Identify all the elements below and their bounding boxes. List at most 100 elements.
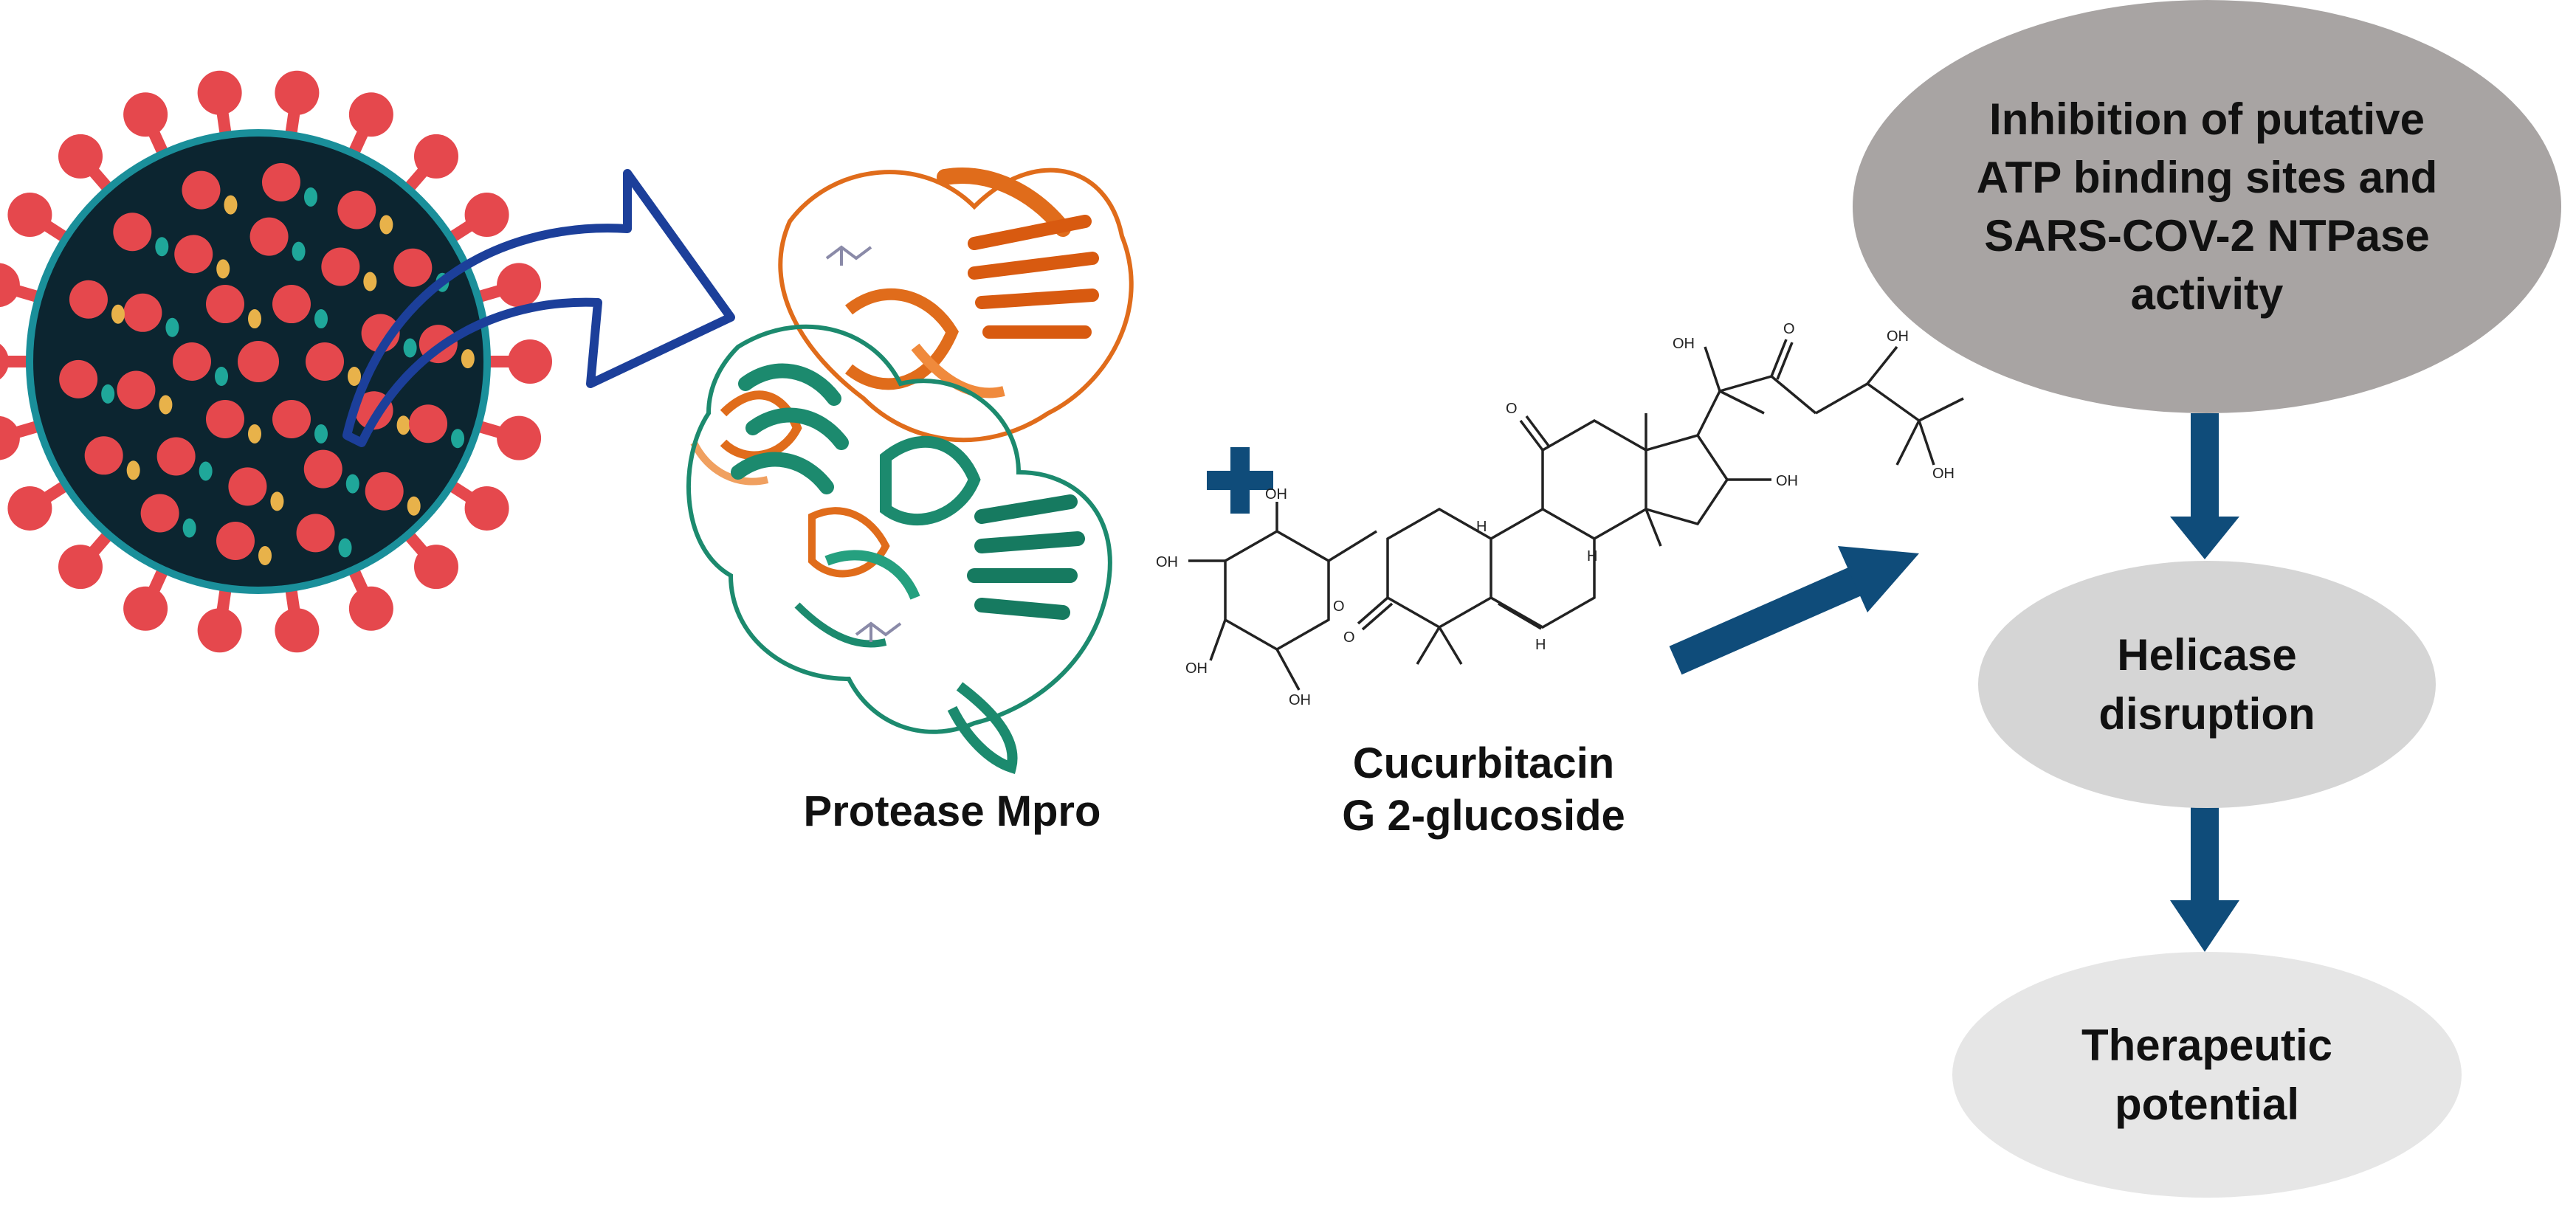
chemical-structure-icon <box>1188 339 1964 691</box>
virus-spike-head <box>497 415 542 460</box>
atom-h: H <box>1476 519 1487 535</box>
virus-surface-spike <box>238 341 279 382</box>
virus-surface-dot <box>155 237 169 257</box>
virus-surface-spike <box>306 342 344 381</box>
chemical-atom-labels: OH OH OH OH O O O O OH OH OH OH H H H <box>1156 321 1955 708</box>
virus-surface-spike <box>59 359 98 398</box>
virus-spike-head <box>508 339 552 384</box>
virus-surface-spike <box>272 285 311 324</box>
protease-green-domain <box>686 324 1112 775</box>
virus-spike-head <box>413 545 458 590</box>
atom-o: O <box>1333 598 1345 615</box>
virus-spike-head <box>464 486 509 531</box>
virus-spike-head <box>58 545 103 590</box>
virus-surface-spike <box>123 293 162 332</box>
virus-surface-dot <box>314 424 328 443</box>
flow-step-helicase: Helicase disruption <box>1978 561 2436 808</box>
virus-surface-spike <box>303 449 342 488</box>
virus-surface-dot <box>126 460 140 480</box>
virus-surface-dot <box>258 546 272 566</box>
virus-surface-spike <box>337 190 376 229</box>
virus-surface-spike <box>173 342 211 381</box>
virus-spike-head <box>275 608 320 653</box>
virus-surface-spike <box>321 247 360 286</box>
virus-spike-head <box>7 486 52 531</box>
virus-surface-spike <box>140 494 179 533</box>
virus-surface-spike <box>249 217 289 256</box>
atom-oh: OH <box>1265 486 1287 503</box>
virus-surface-spike <box>261 162 300 201</box>
virus-surface-spike <box>409 404 448 443</box>
virus-surface-spike <box>156 437 196 476</box>
virus-surface-dot <box>215 367 228 386</box>
curved-outline-arrow-icon <box>342 169 735 447</box>
atom-oh: OH <box>1673 336 1695 352</box>
virus-spike-head <box>0 415 20 460</box>
flow-step-therapeutic-text: Therapeutic potential <box>2081 1021 2333 1129</box>
virus-surface-dot <box>165 317 179 337</box>
virus-surface-dot <box>338 538 352 558</box>
compound-label: Cucurbitacin G 2-glucoside <box>1255 738 1712 843</box>
virus-spike-head <box>58 134 103 179</box>
compound-label-line1: Cucurbitacin <box>1352 739 1615 787</box>
virus-spike-head <box>197 70 242 115</box>
virus-surface-spike <box>296 514 335 553</box>
virus-surface-spike <box>113 213 152 252</box>
virus-surface-dot <box>396 415 410 435</box>
virus-spike-head <box>413 134 458 179</box>
virus-surface-dot <box>248 309 261 329</box>
virus-surface-dot <box>159 395 173 415</box>
virus-spike-head <box>275 70 320 115</box>
atom-oh: OH <box>1932 466 1955 482</box>
atom-o: O <box>1343 629 1355 646</box>
virus-spike-head <box>348 92 393 137</box>
atom-oh: OH <box>1156 554 1178 570</box>
virus-surface-dot <box>314 309 328 329</box>
virus-surface-dot <box>345 474 359 494</box>
flow-step-therapeutic: Therapeutic potential <box>1952 952 2462 1198</box>
atom-o: O <box>1506 401 1518 417</box>
virus-spikes <box>0 70 552 653</box>
flow-step-inhibition-text: Inhibition of putative ATP binding sites… <box>1976 94 2438 320</box>
virus-surface-dot <box>216 259 230 279</box>
virus-icon <box>0 70 552 653</box>
protein-structure-icon <box>686 168 1134 775</box>
virus-surface-spike <box>228 467 267 506</box>
plus-icon <box>1207 447 1273 514</box>
virus-surface-dot <box>303 187 317 207</box>
virus-surface-dot <box>101 384 115 404</box>
virus-surface-dot <box>292 241 306 261</box>
virus-surface-dot <box>182 518 196 538</box>
virus-surface-dot <box>111 304 125 324</box>
down-arrow-icon <box>2170 413 2239 559</box>
virus-surface-dot <box>348 367 361 386</box>
virus-spike-head <box>123 92 168 137</box>
protease-label: Protease Mpro <box>803 787 1101 835</box>
virus-surface-spike <box>182 170 221 210</box>
virus-surface-dot <box>407 496 421 516</box>
virus-surface-spike <box>216 522 255 561</box>
virus-spike-head <box>7 193 52 238</box>
down-arrow-icon <box>2170 804 2239 952</box>
atom-h: H <box>1587 548 1597 564</box>
atom-o: O <box>1783 321 1795 337</box>
flow-step-helicase-text: Helicase disruption <box>2098 630 2315 739</box>
virus-spike-head <box>197 608 242 653</box>
atom-h: H <box>1535 637 1546 653</box>
virus-surface-dot <box>224 195 238 215</box>
virus-surface-spike <box>393 248 433 287</box>
flow-step-inhibition: Inhibition of putative ATP binding sites… <box>1853 0 2561 413</box>
virus-surface-dot <box>199 461 213 481</box>
virus-surface-dot <box>451 429 465 449</box>
atom-oh: OH <box>1185 660 1208 677</box>
atom-oh: OH <box>1776 473 1798 489</box>
virus-surface-dot <box>248 424 261 443</box>
virus-spike-head <box>123 586 168 631</box>
diagonal-arrow-icon <box>1669 546 1919 675</box>
atom-oh: OH <box>1289 692 1311 708</box>
virus-spike-head <box>0 263 20 308</box>
virus-surface-spike <box>84 436 123 475</box>
virus-surface-spike <box>206 285 244 324</box>
